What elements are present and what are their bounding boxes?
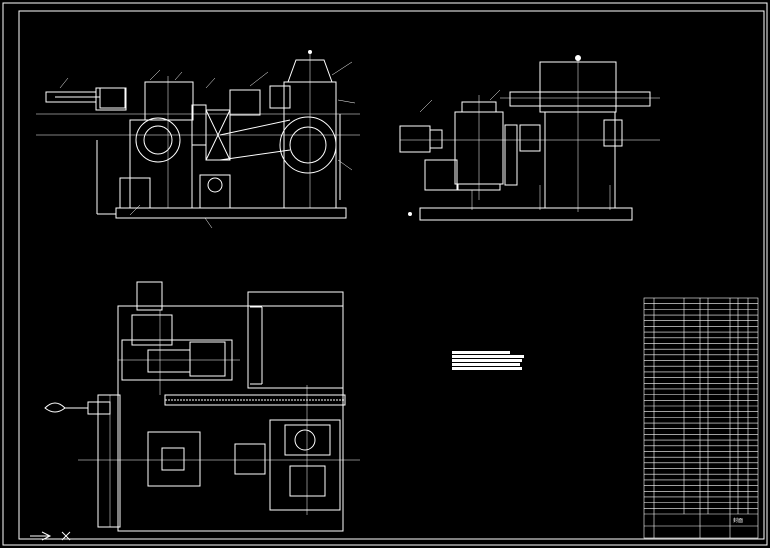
notes-line (452, 367, 522, 370)
notes-line (452, 359, 522, 362)
parts-list-table (643, 297, 759, 539)
sheet-inner-border (18, 10, 765, 540)
notes-line (452, 355, 524, 358)
technical-requirements-notes (452, 350, 532, 371)
side-view (399, 55, 660, 221)
plan-view (30, 281, 360, 541)
notes-line (452, 351, 510, 354)
notes-line (452, 363, 520, 366)
front-view (36, 52, 360, 229)
title-block-label: 封面 (733, 517, 743, 524)
